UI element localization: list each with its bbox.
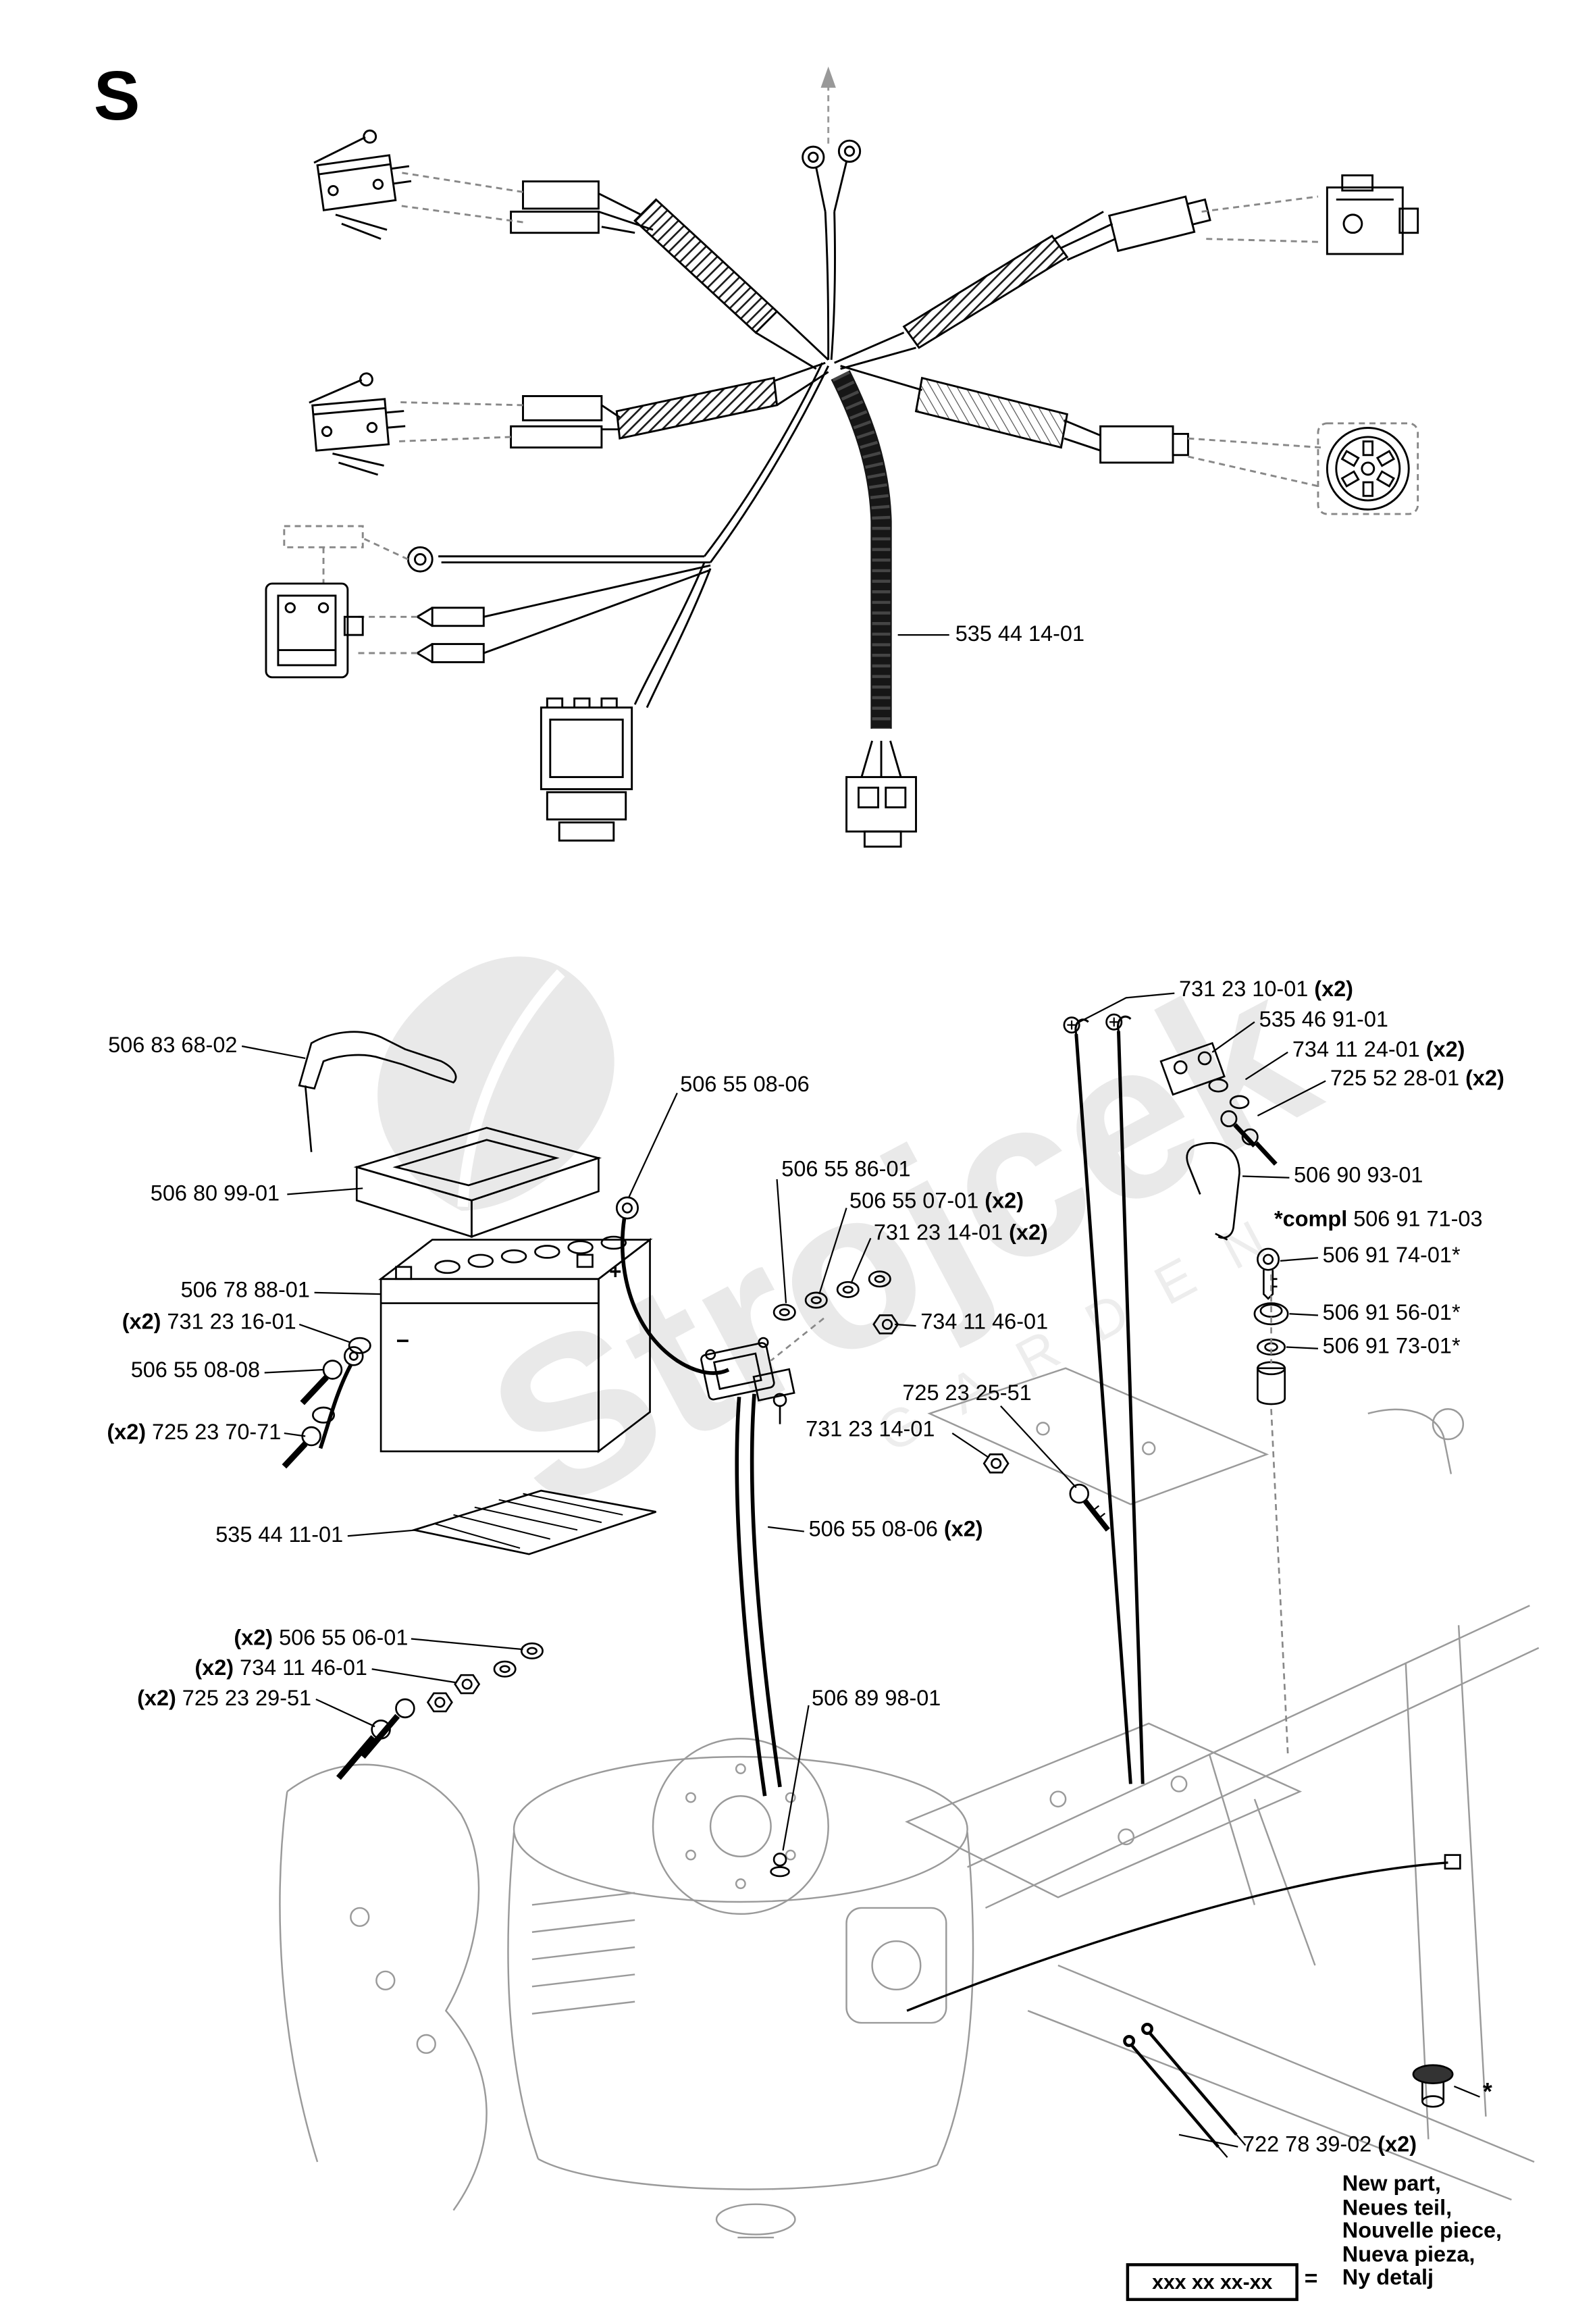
- part-label-725-52-28-01: 725 52 28-01(x2): [1330, 1067, 1504, 1092]
- watermark-graphic: Strojcek GARDEN: [377, 923, 1351, 1559]
- star-marker: *: [1482, 2080, 1492, 2107]
- part-label-725-23-70-71: (x2)725 23 70-71: [107, 1421, 282, 1445]
- leader-lines: [241, 992, 1480, 2148]
- part-label-506-55-08-08: 506 55 08-08: [130, 1359, 261, 1384]
- ignition-module-drawing: [1326, 174, 1419, 255]
- battery-plus-symbol: +: [609, 1260, 621, 1284]
- part-label-506-55-08-06: 506 55 08-06: [680, 1073, 810, 1098]
- equals-sign: =: [1304, 2266, 1318, 2292]
- part-label-506-78-88-01: 506 78 88-01: [180, 1279, 310, 1303]
- part-label-506-91-74-01: 506 91 74-01*: [1322, 1244, 1461, 1269]
- part-label-506-90-93-01: 506 90 93-01: [1294, 1164, 1423, 1189]
- part-label-725-23-29-51: (x2)725 23 29-51: [137, 1687, 312, 1711]
- part-label-734-11-46-01-left: (x2)734 11 46-01: [194, 1657, 367, 1682]
- part-label-535-44-14-01: 535 44 14-01: [955, 623, 1085, 648]
- part-label-731-23-14-01: 731 23 14-01: [806, 1418, 935, 1443]
- exploded-parts-drawing: + −: [282, 1013, 1461, 2159]
- battery-cover-drawing: [353, 1127, 602, 1238]
- plug-connector-drawing: [845, 776, 917, 848]
- part-label-506-91-56-01: 506 91 56-01*: [1322, 1301, 1461, 1326]
- part-label-506-55-08-06-x2: 506 55 08-06(x2): [808, 1518, 983, 1543]
- micro-switch-2-drawing: [309, 372, 406, 452]
- relay-drawing: [265, 582, 364, 679]
- section-letter: S: [93, 55, 140, 135]
- part-label-535-46-91-01: 535 46 91-01: [1259, 1008, 1388, 1033]
- part-label-506-55-86-01: 506 55 86-01: [781, 1158, 911, 1183]
- new-part-legend: New part, Neues teil, Nouvelle piece, Nu…: [1342, 2172, 1502, 2291]
- part-label-506-55-07-01: 506 55 07-01(x2): [849, 1189, 1024, 1214]
- part-label-725-23-25-51: 725 23 25-51: [902, 1381, 1032, 1406]
- battery-mat-drawing: [410, 1489, 656, 1555]
- switch-bracket-hardware-drawing: [1159, 1041, 1278, 1166]
- legend-line-sv: Ny detalj: [1342, 2266, 1434, 2291]
- part-label-535-44-11-01: 535 44 11-01: [215, 1524, 344, 1549]
- key-switch-connector-drawing: [1326, 427, 1410, 511]
- solenoid-drawing: [700, 1337, 795, 1424]
- legend-line-fr: Nouvelle piece,: [1342, 2219, 1502, 2244]
- support-strap-drawing: [1186, 1142, 1240, 1241]
- legend-line-en: New part,: [1342, 2172, 1441, 2197]
- washer-stack-drawing: [772, 1270, 899, 1335]
- battery-minus-symbol: −: [396, 1329, 409, 1354]
- part-label-731-23-16-01: (x2)731 23 16-01: [122, 1310, 296, 1335]
- main-connector-drawing: [540, 697, 633, 842]
- part-label-506-91-73-01: 506 91 73-01*: [1322, 1335, 1461, 1360]
- valve-part-drawing: [1412, 2064, 1454, 2108]
- cotter-pin-drawing: [1123, 2023, 1247, 2159]
- chassis-engine-drawing: [279, 1367, 1540, 2239]
- micro-switch-1-drawing: [313, 129, 412, 211]
- part-label-506-89-98-01: 506 89 98-01: [812, 1687, 941, 1711]
- battery-drawing: + −: [378, 1235, 653, 1453]
- positive-cable-drawing: [615, 1196, 730, 1375]
- part-label-506-55-06-01: (x2)506 55 06-01: [234, 1626, 409, 1651]
- engine-bolt-cluster-drawing: [336, 1642, 544, 1780]
- ignition-key-drawing: [1257, 1247, 1280, 1300]
- legend-line-de: Neues teil,: [1342, 2196, 1452, 2221]
- part-label-734-11-46-01: 734 11 46-01: [920, 1310, 1049, 1335]
- arrow-up-icon: [820, 66, 836, 144]
- negative-cable-drawing: [282, 1337, 371, 1469]
- legend-line-es: Nueva pieza,: [1342, 2242, 1475, 2267]
- part-label-722-78-39-02: 722 78 39-02(x2): [1242, 2133, 1417, 2158]
- part-label-506-83-68-02: 506 83 68-02: [108, 1034, 238, 1058]
- part-label-731-23-10-01: 731 23 10-01(x2): [1178, 978, 1354, 1003]
- battery-bracket-drawing: [298, 1031, 457, 1152]
- part-label-731-23-14-01-x2: 731 23 14-01(x2): [873, 1221, 1048, 1246]
- part-label-734-11-24-01: 734 11 24-01(x2): [1292, 1038, 1465, 1063]
- part-number-format-box: xxx xx xx-xx: [1126, 2263, 1299, 2301]
- part-label-506-80-99-01: 506 80 99-01: [150, 1182, 280, 1207]
- wiring-harness-drawing: [265, 66, 1419, 848]
